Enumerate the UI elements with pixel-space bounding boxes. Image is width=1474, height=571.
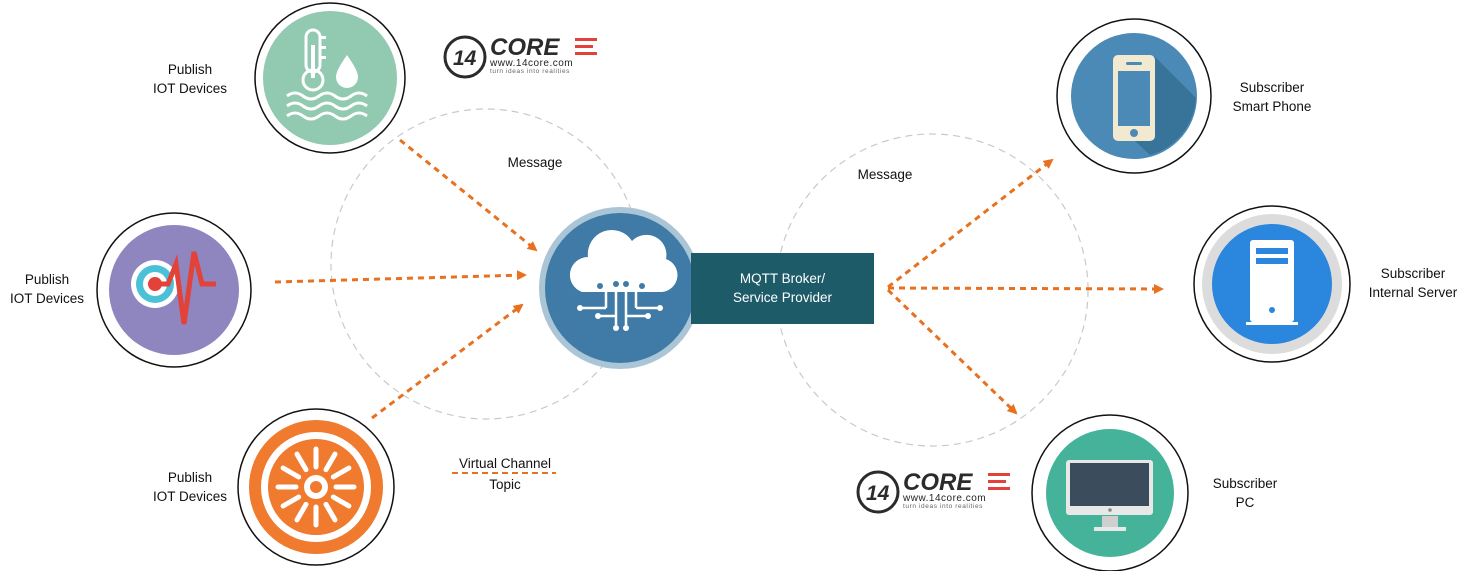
- broker-box: [691, 253, 874, 324]
- logo-bottom-number: 14: [866, 482, 890, 505]
- legend-line1: Virtual Channel: [458, 456, 552, 471]
- subscriber-1-line1: Subscriber: [1239, 80, 1305, 95]
- logo-top: 14 CORE www.14core.com turn ideas into r…: [443, 34, 603, 85]
- sun-ray: [330, 465, 352, 480]
- broker-label-line2: Service Provider: [732, 290, 833, 305]
- sun-ray: [280, 494, 302, 509]
- smartphone-icon: [1056, 18, 1212, 174]
- arrow-publisher-1: [399, 138, 538, 252]
- publisher-3-line2: IOT Devices: [152, 489, 228, 504]
- publisher-2-line2: IOT Devices: [9, 291, 85, 306]
- legend-label: Virtual Channel Topic: [445, 453, 565, 495]
- publisher-1-line1: Publish: [167, 62, 213, 77]
- arrow-subscriber-1: [887, 158, 1054, 289]
- logo-bottom: 14 CORE www.14core.com turn ideas into r…: [856, 469, 1016, 520]
- publisher-1-line2: IOT Devices: [152, 81, 228, 96]
- logo-bottom-url: www.14core.com: [903, 493, 987, 504]
- publisher-3-label: Publish IOT Devices: [140, 468, 240, 506]
- message-label-left: Message: [507, 155, 563, 170]
- cloud-circuit-icon: [539, 207, 701, 369]
- publisher-2-line1: Publish: [24, 272, 70, 287]
- publisher-2-label: Publish IOT Devices: [0, 270, 94, 308]
- arrow-publisher-3: [371, 303, 524, 420]
- sun-ray: [294, 451, 309, 473]
- publisher-3-line1: Publish: [167, 470, 213, 485]
- logo-top-number: 14: [453, 47, 477, 70]
- subscriber-2-line1: Subscriber: [1380, 266, 1446, 281]
- monitor-icon: [1031, 414, 1189, 571]
- logo-bottom-word: CORE: [903, 469, 973, 496]
- subscriber-2-line2: Internal Server: [1368, 285, 1458, 300]
- arrows: [274, 138, 1164, 420]
- sun-ray: [323, 451, 338, 473]
- logo-bottom-tagline: turn ideas into realities: [903, 503, 984, 510]
- sun-ray: [330, 494, 352, 509]
- sun-ray: [294, 501, 309, 523]
- sun-ray: [323, 501, 338, 523]
- legend-line2: Topic: [489, 477, 521, 492]
- logo-top-url: www.14core.com: [490, 58, 574, 69]
- logo-top-word: CORE: [490, 34, 560, 61]
- message-label-right: Message: [857, 167, 913, 182]
- thermometer-water-icon: [254, 2, 406, 154]
- broker-label-line1: MQTT Broker/: [739, 271, 826, 286]
- sun-wheel-icon: [237, 408, 395, 566]
- subscriber-3-line2: PC: [1235, 495, 1255, 510]
- server-icon: [1193, 205, 1351, 363]
- broker-label: MQTT Broker/ Service Provider: [691, 269, 874, 307]
- arrow-subscriber-3: [886, 288, 1018, 415]
- sun-ray: [280, 465, 302, 480]
- arrow-publisher-2: [274, 270, 527, 284]
- heartbeat-sensor-icon: [96, 212, 252, 368]
- subscriber-3-line1: Subscriber: [1212, 476, 1278, 491]
- publisher-1-label: Publish IOT Devices: [140, 60, 240, 98]
- arrow-subscriber-2: [887, 283, 1164, 294]
- subscriber-1-label: Subscriber Smart Phone: [1222, 78, 1322, 116]
- subscriber-2-label: Subscriber Internal Server: [1358, 264, 1468, 302]
- subscriber-1-line2: Smart Phone: [1232, 99, 1312, 114]
- subscriber-3-label: Subscriber PC: [1195, 474, 1295, 512]
- logo-top-tagline: turn ideas into realities: [490, 68, 571, 75]
